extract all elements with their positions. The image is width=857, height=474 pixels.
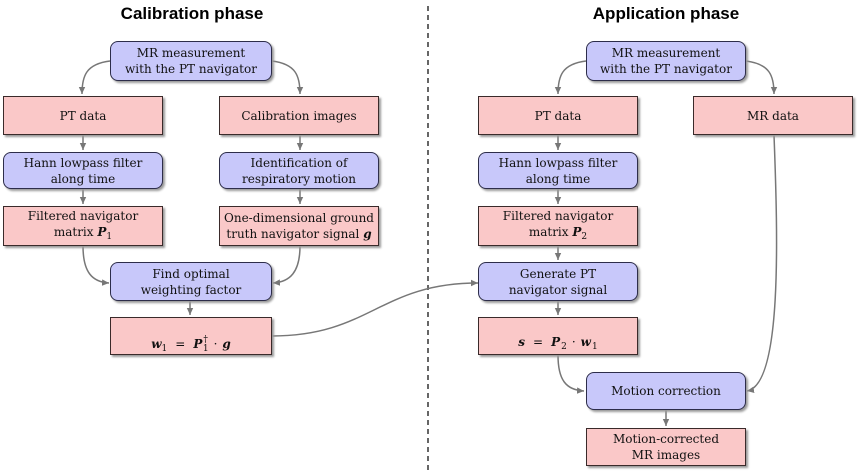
cal-matrix-index: 1	[106, 231, 113, 242]
ground-truth-text: One-dimensional ground truth navigator s…	[224, 211, 374, 241]
mr-data-node: MR data	[693, 96, 853, 135]
arrow-mr-to-ptdata-cal	[78, 60, 111, 95]
cal-filtered-matrix-text: Filtered navigator matrix	[27, 208, 139, 239]
app-matrix-symbol: P	[572, 224, 582, 239]
app-formula-lhs: s	[518, 334, 526, 349]
app-filtered-matrix-node: Filtered navigator matrix P2	[478, 206, 638, 246]
app-formula-matrix-index: 2	[561, 341, 567, 352]
arrow-groundtruth-to-findweight	[272, 245, 301, 286]
app-hann-filter-node: Hann lowpass filter along time	[478, 152, 638, 189]
cal-formula-lhs: w	[151, 336, 162, 351]
application-phase-title: Application phase	[592, 4, 740, 23]
app-filtered-matrix-text: Filtered navigator matrix	[502, 208, 614, 239]
cal-formula-eq: =	[175, 336, 186, 351]
cal-formula-matrix: P	[193, 336, 203, 351]
cal-hann-filter-node: Hann lowpass filter along time	[3, 152, 163, 189]
arrow-mrdata-to-motioncorrection	[746, 134, 778, 393]
app-formula-eq: =	[533, 334, 544, 349]
app-pt-data-node: PT data	[478, 96, 638, 135]
app-formula-dot: ·	[571, 334, 576, 349]
cal-formula-dot: ·	[213, 336, 218, 351]
cal-formula-lhs-index: 1	[161, 343, 168, 354]
arrow-mr-to-ptdata-app	[554, 60, 587, 95]
cal-formula-matrix-index: 1	[202, 343, 209, 354]
cal-pt-data-node: PT data	[3, 96, 163, 135]
ground-truth-symbol: g	[363, 227, 372, 241]
cal-formula-vector: g	[222, 336, 231, 351]
find-weighting-node: Find optimal weighting factor	[110, 262, 272, 301]
motion-corrected-images-node: Motion-corrected MR images	[586, 428, 746, 466]
arrow-mr-to-mrdata	[745, 60, 778, 95]
cal-filtered-matrix-node: Filtered navigator matrix P1	[3, 206, 163, 246]
app-mr-measurement-node: MR measurement with the PT navigator	[586, 41, 746, 81]
arrow-filtered-to-findweight	[82, 245, 110, 286]
identification-node: Identification of respiratory motion	[219, 152, 379, 189]
cal-mr-measurement-node: MR measurement with the PT navigator	[110, 41, 272, 81]
app-formula-matrix: P	[551, 334, 561, 349]
calibration-phase-title: Calibration phase	[120, 4, 264, 23]
motion-correction-node: Motion correction	[586, 372, 746, 410]
app-matrix-index: 2	[581, 231, 588, 242]
ground-truth-node: One-dimensional ground truth navigator s…	[219, 206, 379, 246]
cal-formula-node: w1=P†1·g	[110, 317, 272, 355]
app-formula-node: s = P2 · w1	[478, 317, 638, 355]
arrow-weights-to-generate	[271, 279, 479, 337]
generate-signal-node: Generate PT navigator signal	[478, 262, 638, 301]
app-formula-vector: w	[580, 334, 592, 349]
arrow-formula-to-motioncorrection	[557, 354, 585, 394]
calibration-images-node: Calibration images	[219, 96, 379, 135]
cal-formula-dagger: †	[203, 334, 208, 345]
app-formula-vector-index: 1	[592, 341, 598, 352]
arrow-mr-to-calimages	[271, 60, 304, 95]
cal-matrix-symbol: P	[97, 224, 107, 239]
